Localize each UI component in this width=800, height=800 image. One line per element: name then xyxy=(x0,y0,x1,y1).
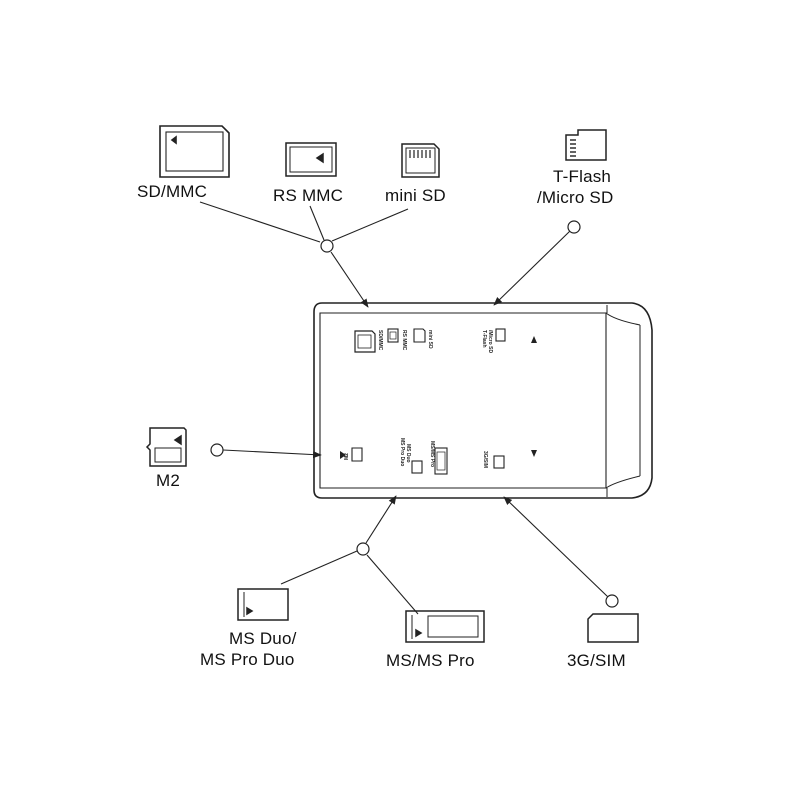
arrow-m2 xyxy=(222,449,322,459)
label-ms-pro: MS/MS Pro xyxy=(386,651,475,670)
device-slot-mini-sd xyxy=(413,328,426,343)
junction-circle-sim xyxy=(605,594,619,608)
device-label-tflash-1: T-Flash xyxy=(481,330,487,348)
junction-circles xyxy=(210,220,619,608)
device-slot-rs-mmc xyxy=(387,328,399,343)
label-sd-mmc: SD/MMC xyxy=(137,182,208,201)
device-label-tflash-2: /Micro SD xyxy=(487,330,493,353)
sim-card-icon xyxy=(587,613,639,643)
device-slot-m2 xyxy=(351,447,363,462)
triangle-marker-icon xyxy=(340,451,346,459)
junction-circle-m2 xyxy=(210,443,224,457)
device-slot-tflash xyxy=(495,328,506,342)
device-label-ms-duo-1: MS Duo xyxy=(405,444,411,463)
arrow-tflash xyxy=(493,230,571,306)
label-sim: 3G/SIM xyxy=(567,651,626,670)
label-ms-duo: MS Duo/ MS Pro Duo xyxy=(200,629,297,669)
device-label-sd-mmc: SD/MMC xyxy=(377,330,383,351)
junction-circle-ms xyxy=(356,542,370,556)
arrow-ms-group xyxy=(365,495,397,544)
connector-lines xyxy=(199,201,609,615)
junction-circle-tflash xyxy=(567,220,581,234)
device-slot-sd-mmc xyxy=(354,330,376,353)
triangle-marker-icon xyxy=(531,450,537,457)
mini-sd-card-icon xyxy=(401,143,440,178)
card-reader-device xyxy=(313,302,653,499)
device-slot-sim xyxy=(493,455,505,469)
tflash-card-icon xyxy=(565,129,607,161)
device-label-rs-mmc: RS MMC xyxy=(401,330,407,351)
m2-card-icon xyxy=(145,427,187,467)
device-label-sim: 3G/SIM xyxy=(482,451,488,468)
rs-mmc-card-icon xyxy=(285,142,337,177)
device-label-m2: M2 xyxy=(344,453,350,460)
device-slot-ms-duo xyxy=(411,460,423,474)
device-label-ms-pro: MS/MS Pro xyxy=(429,441,435,467)
junction-circle-sd xyxy=(320,239,334,253)
ms-duo-card-icon xyxy=(237,588,289,621)
device-label-mini-sd: mini SD xyxy=(427,330,433,349)
label-m2: M2 xyxy=(156,471,181,490)
label-mini-sd: mini SD xyxy=(385,186,446,205)
device-label-ms-duo-2: MS Pro Duo xyxy=(399,438,405,466)
device-slot-ms-pro xyxy=(434,447,448,475)
label-tflash: T-Flash /Micro SD xyxy=(537,167,614,207)
arrow-sd-group xyxy=(330,251,369,308)
arrow-sim xyxy=(503,496,609,598)
sd-mmc-card-icon xyxy=(159,125,230,178)
ms-pro-card-icon xyxy=(405,610,485,643)
triangle-marker-icon xyxy=(531,336,537,343)
label-rs-mmc: RS MMC xyxy=(273,186,344,205)
